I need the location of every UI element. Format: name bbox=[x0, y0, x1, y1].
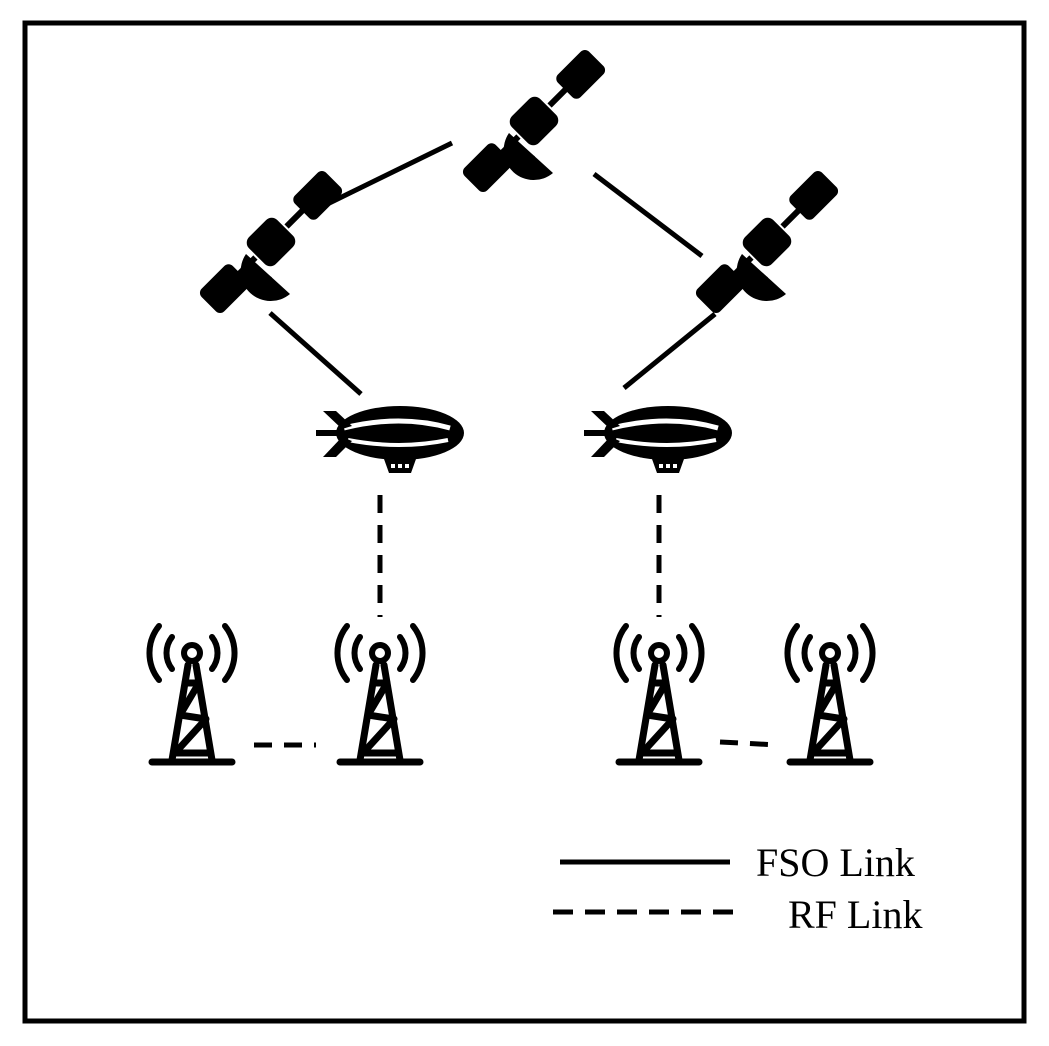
legend-fso-label: FSO Link bbox=[756, 840, 915, 885]
airship-icon-left bbox=[316, 406, 464, 473]
airship-icon-right bbox=[584, 406, 732, 473]
rf-links bbox=[254, 495, 779, 748]
diagram-frame bbox=[22, 20, 1027, 1024]
tower-icon-3 bbox=[616, 626, 701, 762]
tower-icon-1 bbox=[149, 626, 234, 762]
tower-icon-4 bbox=[787, 626, 872, 762]
legend-rf-label: RF Link bbox=[788, 892, 923, 937]
satellite-icon-left bbox=[195, 166, 346, 317]
tower-icon-2 bbox=[337, 626, 422, 762]
rf-link-tower-3-to-tower-4 bbox=[719, 739, 779, 748]
fso-link-sat-right-to-airship-right bbox=[622, 312, 717, 390]
fso-link-sat-top-to-sat-right bbox=[592, 172, 704, 258]
fso-link-sat-left-to-airship-left bbox=[268, 311, 363, 396]
satellite-icon-right bbox=[691, 166, 842, 317]
fso-links bbox=[268, 140, 717, 396]
satellite-icon-top bbox=[458, 45, 609, 196]
